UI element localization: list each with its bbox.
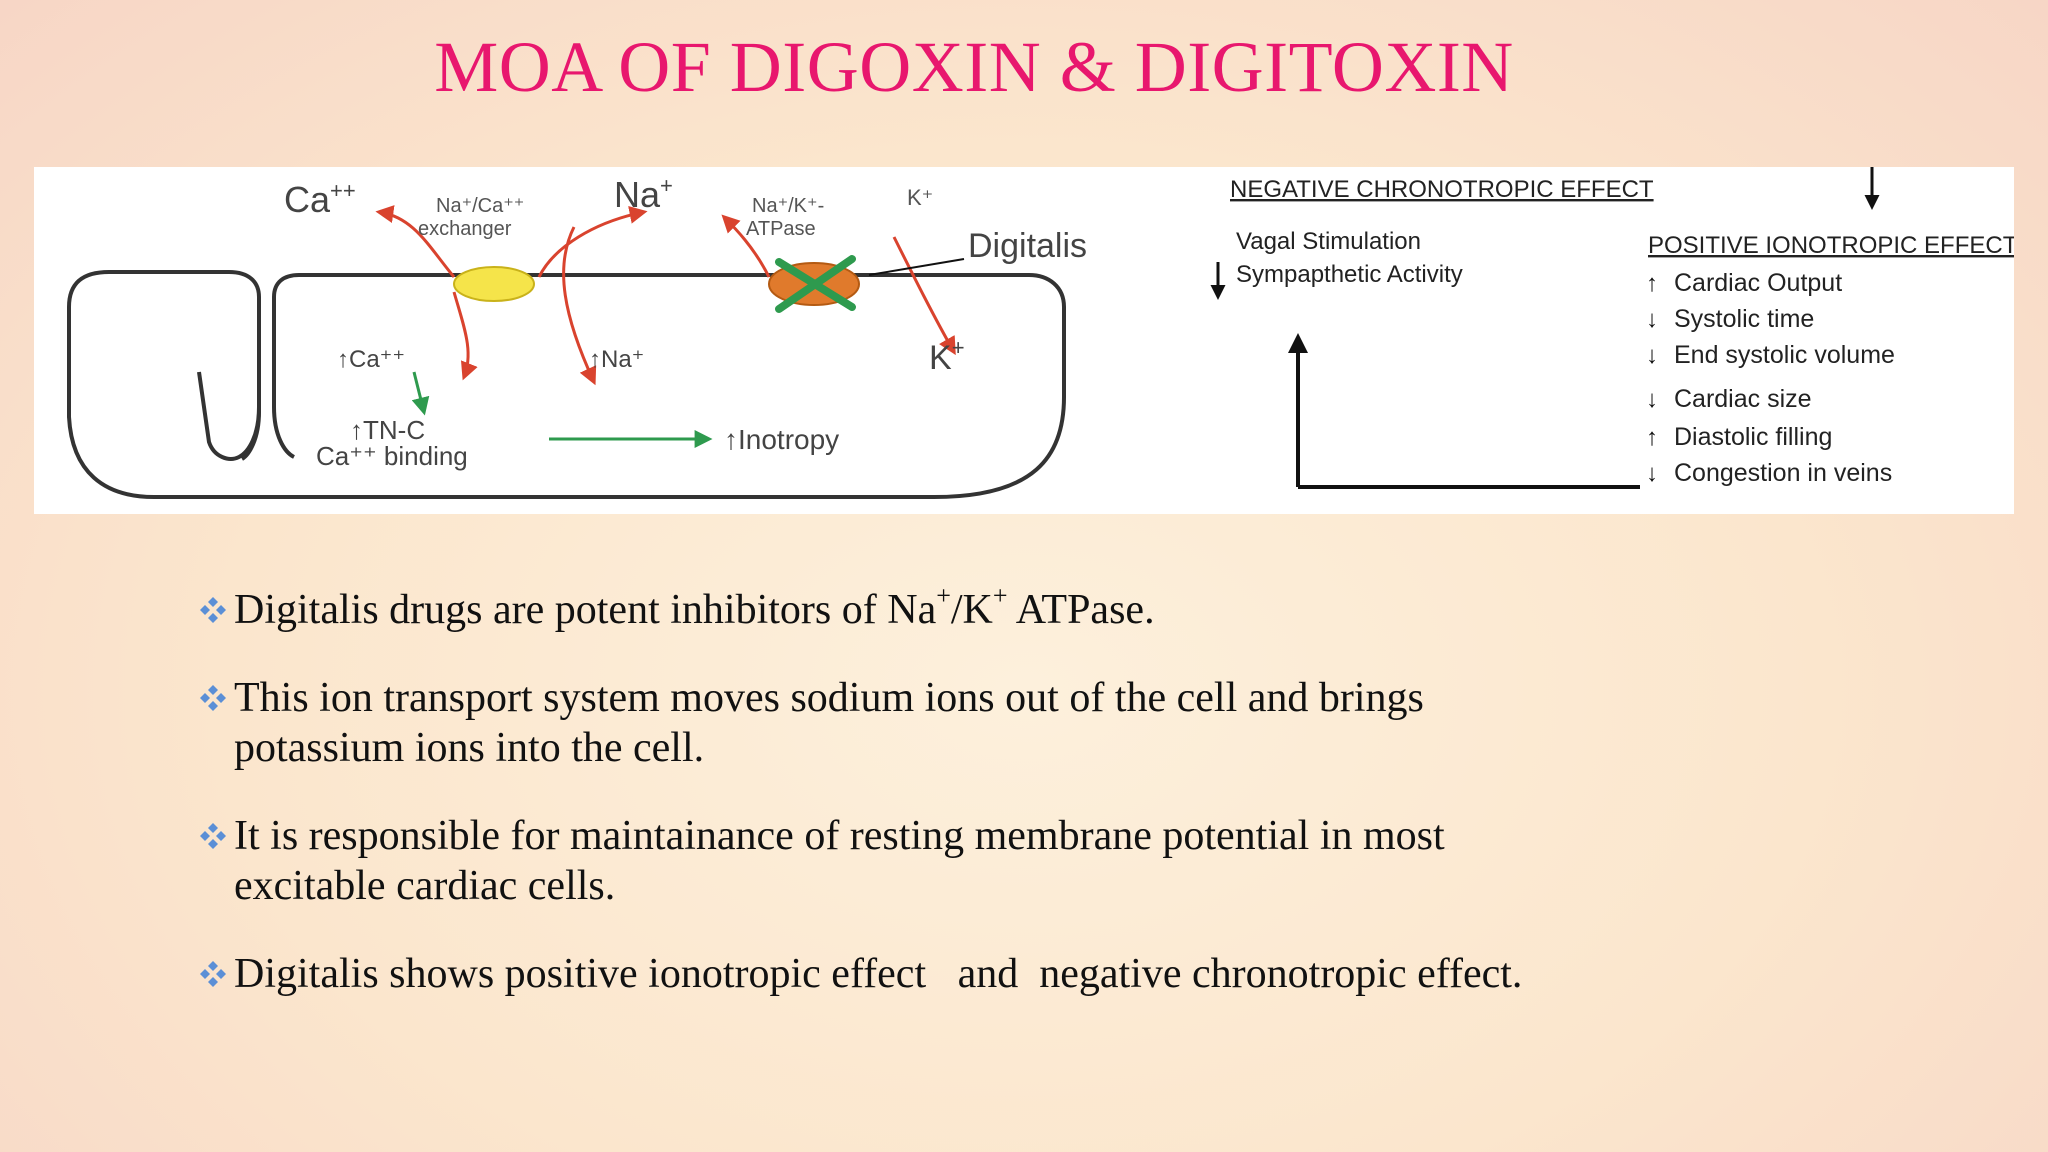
ca-label: Ca++ [284, 178, 356, 220]
positive-item-3-dir: ↓ [1646, 342, 1658, 369]
pump-label-2: ATPase [746, 218, 816, 240]
moa-figure: Ca++ Na⁺/Ca⁺⁺ exchanger Na+ Na⁺/K⁺- ATPa… [34, 167, 2014, 514]
negative-effect-title: NEGATIVE CHRONOTROPIC EFFECT [1230, 176, 1654, 203]
positive-effect-title: POSITIVE IONOTROPIC EFFECT [1648, 232, 2014, 259]
negative-item-2: Sympapthetic Activity [1236, 261, 1463, 288]
tnc-label-2: Ca⁺⁺ binding [316, 441, 468, 471]
tnc-label-1: ↑TN-C [350, 415, 425, 445]
negative-item-1: Vagal Stimulation [1236, 228, 1421, 255]
positive-item-2: Systolic time [1674, 305, 1814, 333]
diamond-bullet-icon [200, 685, 226, 711]
positive-item-6-dir: ↓ [1646, 460, 1658, 487]
inotropy-label: ↑Inotropy [724, 424, 839, 455]
diamond-bullet-icon [200, 597, 226, 623]
moa-diagram: Ca++ Na⁺/Ca⁺⁺ exchanger Na+ Na⁺/K⁺- ATPa… [67, 167, 2014, 499]
exchanger-label-2: exchanger [418, 218, 512, 240]
bullet-item: This ion transport system moves sodium i… [196, 673, 1896, 773]
diamond-bullet-icon [200, 823, 226, 849]
bullet-4-text: Digitalis shows positive ionotropic effe… [234, 951, 1523, 997]
bullet-1-sup-a: + [936, 581, 951, 610]
na-in-label: ↑Na⁺ [589, 346, 644, 373]
positive-item-1-dir: ↑ [1646, 270, 1658, 297]
bullet-item: Digitalis drugs are potent inhibitors of… [196, 583, 1896, 635]
inhibition-x-icon [775, 255, 856, 313]
pump-label-1: Na⁺/K⁺- [752, 195, 824, 217]
positive-item-2-dir: ↓ [1646, 306, 1658, 333]
bullet-1-text-c: ATPase. [1007, 587, 1155, 633]
k-top-label: K⁺ [907, 185, 933, 210]
positive-item-5: Diastolic filling [1674, 423, 1832, 451]
bullet-item: Digitalis shows positive ionotropic effe… [196, 949, 1896, 999]
bullet-list: Digitalis drugs are potent inhibitors of… [196, 583, 1896, 1037]
bullet-2-line-2: potassium ions into the cell. [234, 725, 705, 771]
bullet-3-line-2: excitable cardiac cells. [234, 863, 616, 909]
slide-title-text: MOA OF DIGOXIN & DIGITOXIN [434, 27, 1514, 107]
positive-item-3: End systolic volume [1674, 341, 1895, 369]
slide-title: MOA OF DIGOXIN & DIGITOXIN [0, 22, 2048, 112]
positive-item-5-dir: ↑ [1646, 424, 1658, 451]
bullet-1-text-a: Digitalis drugs are potent inhibitors of… [234, 587, 937, 633]
na-label: Na+ [614, 173, 673, 215]
positive-item-6: Congestion in veins [1674, 459, 1892, 487]
exchanger-shape [453, 266, 535, 302]
positive-item-4-dir: ↓ [1646, 386, 1658, 413]
bullet-3-line-1: It is responsible for maintainance of re… [234, 813, 1445, 859]
positive-item-1: Cardiac Output [1674, 269, 1842, 297]
exchanger-label-1: Na⁺/Ca⁺⁺ [436, 195, 524, 217]
bullet-2-line-1: This ion transport system moves sodium i… [234, 675, 1424, 721]
positive-item-4: Cardiac size [1674, 385, 1812, 413]
ca-in-label: ↑Ca⁺⁺ [337, 346, 405, 373]
bullet-item: It is responsible for maintainance of re… [196, 811, 1896, 911]
digitalis-label: Digitalis [968, 227, 1087, 265]
bullet-1-sup-b: + [992, 581, 1008, 610]
k-in-label: K+ [929, 335, 965, 377]
bullet-1-text-b: /K [950, 587, 993, 633]
positive-effect-list: ↑ Cardiac Output ↓ Systolic time ↓ End s… [1646, 269, 1895, 487]
diamond-bullet-icon [200, 961, 226, 987]
